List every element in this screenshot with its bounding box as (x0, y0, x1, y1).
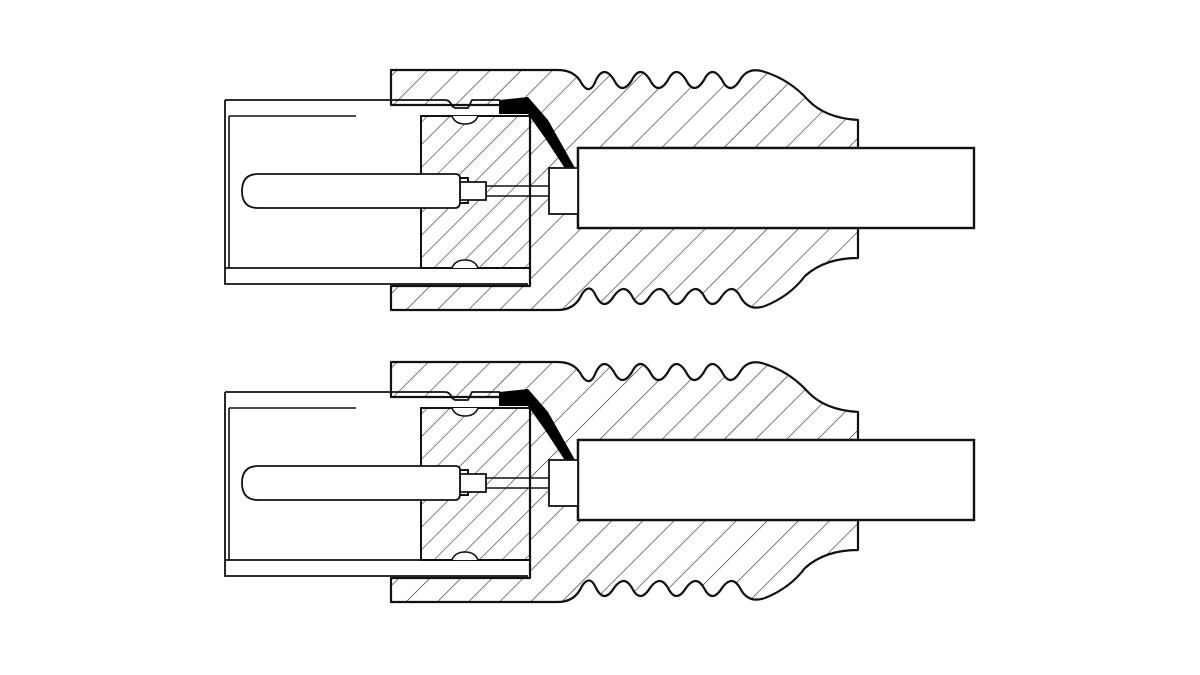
connector-view-upper (223, 68, 976, 312)
connector-view-lower (223, 360, 976, 604)
